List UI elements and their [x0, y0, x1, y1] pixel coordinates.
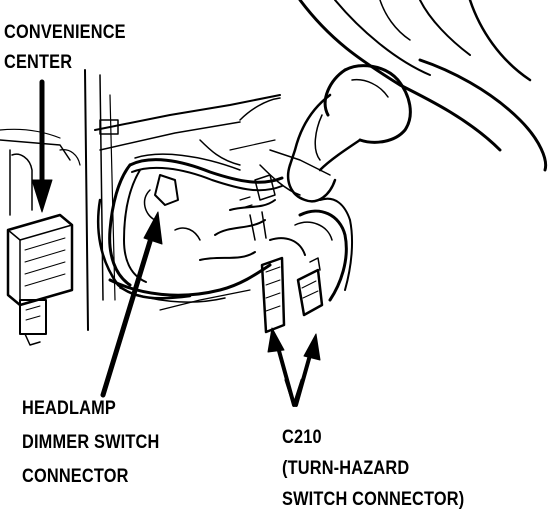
headlamp-label-line-3: CONNECTOR: [22, 466, 129, 487]
callout-arrows: [31, 79, 321, 407]
headlamp-dimmer-switch-connector-label: HEADLAMP DIMMER SWITCH CONNECTOR: [22, 392, 159, 494]
convenience-center-box: [6, 149, 74, 346]
steering-wheel: [298, 0, 548, 172]
convenience-center-label-line-2: CENTER: [4, 52, 73, 73]
steering-column: [259, 64, 412, 203]
headlamp-label-line-2: DIMMER SWITCH: [22, 432, 160, 453]
c210-label-line-3: SWITCH CONNECTOR): [282, 489, 465, 510]
c210-turn-hazard-connector-label: C210 (TURN-HAZARD SWITCH CONNECTOR): [282, 422, 464, 512]
c210-label-line-1: C210: [282, 427, 322, 448]
c210-label-line-2: (TURN-HAZARD: [282, 458, 410, 479]
convenience-center-label: CONVENIENCE CENTER: [4, 18, 126, 78]
dashboard-outline: [0, 69, 281, 331]
convenience-center-label-line-1: CONVENIENCE: [4, 22, 126, 43]
turn-hazard-connector: [260, 256, 324, 334]
headlamp-label-line-1: HEADLAMP: [22, 398, 116, 419]
